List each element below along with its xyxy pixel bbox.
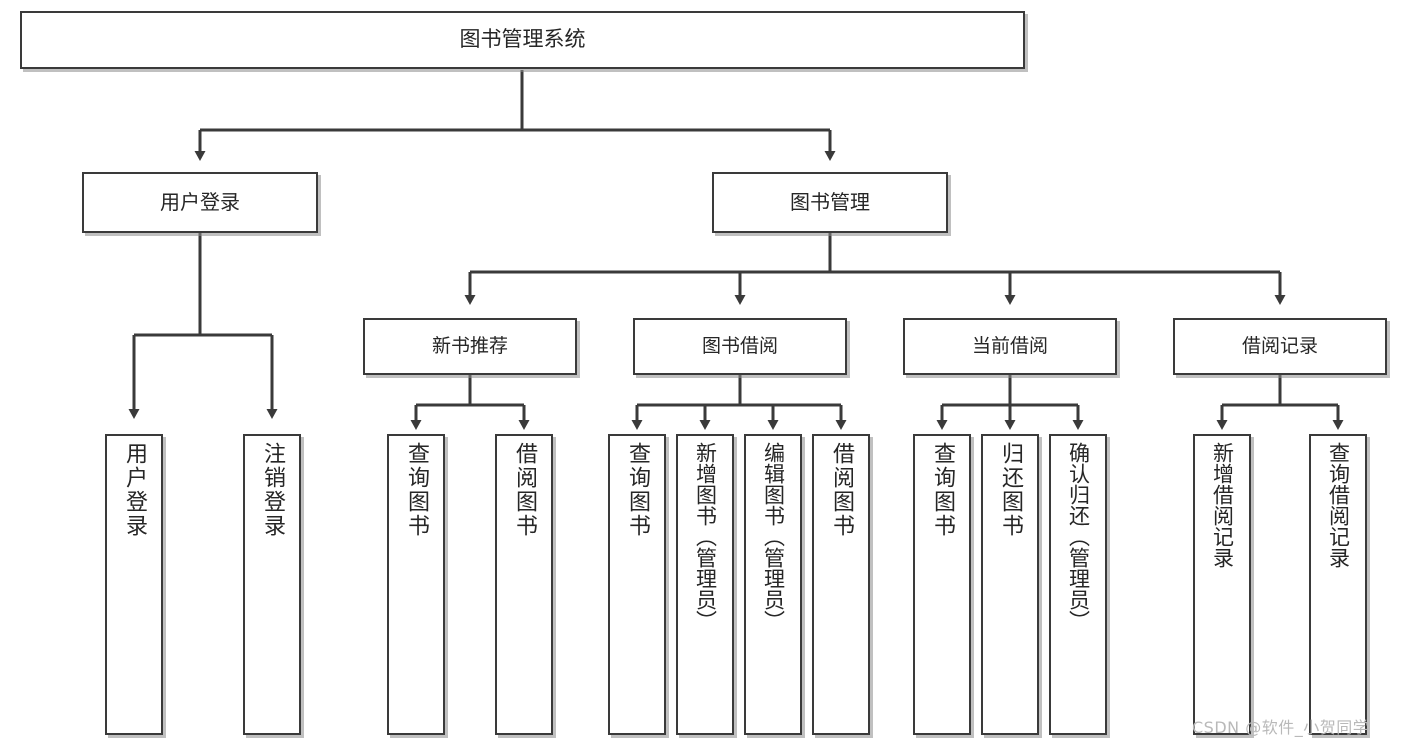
node-book-management[interactable]: 图书管理 <box>712 172 948 233</box>
node-book-borrow[interactable]: 图书借阅 <box>633 318 847 375</box>
leaf-current-borrow-return-label: 归还图书 <box>998 442 1023 538</box>
leaf-borrow-record-add-label: 新增借阅记录 <box>1210 442 1235 568</box>
leaf-current-borrow-return[interactable]: 归还图书 <box>981 434 1039 735</box>
node-new-book-recommend[interactable]: 新书推荐 <box>363 318 577 375</box>
leaf-borrow-record-add[interactable]: 新增借阅记录 <box>1193 434 1251 735</box>
leaf-user-login-logout[interactable]: 注销登录 <box>243 434 301 735</box>
leaf-book-borrow-add[interactable]: 新增图书（管理员） <box>676 434 734 735</box>
leaf-book-borrow-edit-label: 编辑图书（管理员） <box>761 442 786 631</box>
leaf-current-borrow-confirm[interactable]: 确认归还（管理员） <box>1049 434 1107 735</box>
leaf-current-borrow-query[interactable]: 查询图书 <box>913 434 971 735</box>
node-borrow-record[interactable]: 借阅记录 <box>1173 318 1387 375</box>
node-book-management-label: 图书管理 <box>790 190 870 215</box>
node-root-system[interactable]: 图书管理系统 <box>20 11 1025 69</box>
leaf-user-login-logout-label: 注销登录 <box>260 442 285 538</box>
leaf-user-login-login-label: 用户登录 <box>122 442 147 538</box>
node-current-borrow[interactable]: 当前借阅 <box>903 318 1117 375</box>
leaf-borrow-record-query[interactable]: 查询借阅记录 <box>1309 434 1367 735</box>
leaf-new-book-borrow-label: 借阅图书 <box>512 442 537 538</box>
node-borrow-record-label: 借阅记录 <box>1241 334 1318 357</box>
leaf-user-login-login[interactable]: 用户登录 <box>105 434 163 735</box>
node-user-login-label: 用户登录 <box>160 190 240 215</box>
leaf-book-borrow-borrow-label: 借阅图书 <box>829 442 854 538</box>
leaf-new-book-query-label: 查询图书 <box>404 442 429 538</box>
node-book-borrow-label: 图书借阅 <box>701 334 778 357</box>
watermark-credit: CSDN @软件_小贺同学 <box>1192 718 1370 737</box>
leaf-book-borrow-query-label: 查询图书 <box>625 442 650 538</box>
leaf-book-borrow-edit[interactable]: 编辑图书（管理员） <box>744 434 802 735</box>
node-root-system-label: 图书管理系统 <box>459 27 586 52</box>
leaf-new-book-query[interactable]: 查询图书 <box>387 434 445 735</box>
leaf-borrow-record-query-label: 查询借阅记录 <box>1326 442 1351 568</box>
leaf-book-borrow-query[interactable]: 查询图书 <box>608 434 666 735</box>
node-current-borrow-label: 当前借阅 <box>971 334 1048 357</box>
leaf-book-borrow-add-label: 新增图书（管理员） <box>693 442 718 631</box>
leaf-new-book-borrow[interactable]: 借阅图书 <box>495 434 553 735</box>
leaf-current-borrow-query-label: 查询图书 <box>930 442 955 538</box>
node-new-book-recommend-label: 新书推荐 <box>431 334 508 357</box>
leaf-current-borrow-confirm-label: 确认归还（管理员） <box>1066 442 1091 631</box>
leaf-book-borrow-borrow[interactable]: 借阅图书 <box>812 434 870 735</box>
node-user-login[interactable]: 用户登录 <box>82 172 318 233</box>
